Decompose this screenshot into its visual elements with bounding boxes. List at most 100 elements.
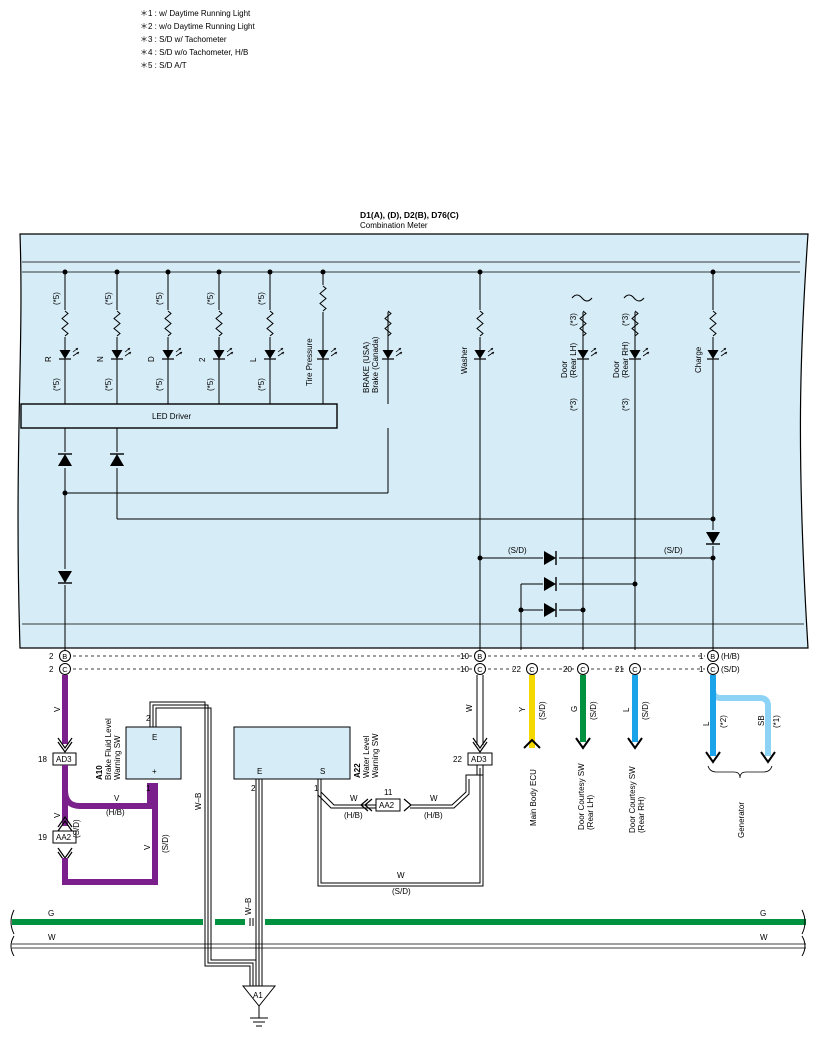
- dest-door-lh-2: (Rear LH): [586, 795, 595, 830]
- cond-door-rh-bottom: (*3): [621, 398, 630, 411]
- pin-door-lh-conn: C: [580, 665, 586, 674]
- a10-code: A10: [95, 765, 104, 780]
- conn-ad3-right: AD3: [471, 755, 487, 764]
- led-driver-box: [20, 403, 338, 429]
- pin-washer-conn-c: C: [477, 665, 483, 674]
- wire-wb-2: W–B: [244, 898, 253, 915]
- led-driver-label: LED Driver: [152, 412, 191, 421]
- wire-star1: (*1): [772, 715, 781, 728]
- note-4: ＊4 : S/D w/o Tachometer, H/B: [140, 48, 248, 57]
- pin-main-body-num: 22: [512, 665, 521, 674]
- label-n: N: [96, 356, 105, 362]
- a10-name-2: Warning SW: [113, 735, 122, 780]
- ground-code: A1: [253, 991, 263, 1000]
- wire-hb-2: (H/B): [344, 811, 363, 820]
- bus-g-right: G: [760, 909, 766, 918]
- note-3: ＊3 : S/D w/ Tachometer: [140, 35, 227, 44]
- pin-22: 22: [453, 755, 462, 764]
- meter-pins: B C 2 2 B C 10 10 C 22 C 20 C 21 B C 1 1…: [49, 650, 740, 675]
- wire-v-3: V: [114, 794, 120, 803]
- pin-left-num-1: 2: [49, 652, 54, 661]
- cond-door-lh-top: (*3): [569, 313, 578, 326]
- a22-pin-e-num: 2: [251, 784, 256, 793]
- blue-wire: L (S/D) Door Courtesy SW (Rear RH): [622, 675, 650, 833]
- label-brake-usa: BRAKE (USA): [362, 342, 371, 393]
- cond-door-lh-bottom: (*3): [569, 398, 578, 411]
- cond-2-top: (*5): [206, 292, 215, 305]
- cond-d-top: (*5): [155, 292, 164, 305]
- dest-door-lh-1: Door Courtesy SW: [577, 763, 586, 830]
- pin-charge-conn-c: C: [710, 665, 716, 674]
- wire-star2: (*2): [719, 715, 728, 728]
- cond-door-rh-top: (*3): [621, 313, 630, 326]
- conn-aa2-left: AA2: [56, 833, 72, 842]
- label-2: 2: [198, 357, 207, 362]
- wire-g: G: [570, 706, 579, 712]
- label-brake-canada: Brake (Canada): [371, 336, 380, 393]
- note-2: ＊2 : w/o Daytime Running Light: [140, 22, 255, 31]
- pin-washer-num-2: 10: [460, 665, 469, 674]
- a10-name-1: Brake Fluid Level: [104, 718, 113, 780]
- wire-sd-y: (S/D): [538, 701, 547, 720]
- label-charge: Charge: [694, 346, 703, 373]
- wire-sd-g: (S/D): [589, 701, 598, 720]
- pin-door-rh-num: 21: [615, 665, 624, 674]
- pin-charge-cond-sd: (S/D): [721, 665, 740, 674]
- generator-wires: L (*2) SB (*1) Generator: [702, 675, 781, 838]
- dest-door-rh-2: (Rear RH): [637, 796, 646, 833]
- cond-n-bottom: (*5): [104, 378, 113, 391]
- indicator-labels: (*5) (*5) (*5) (*5) (*5) R N D 2 L Tire …: [44, 292, 703, 411]
- pin-19: 19: [38, 833, 47, 842]
- meter-body: [17, 233, 809, 649]
- pin-left-num-2: 2: [49, 665, 54, 674]
- bus-w-left: W: [48, 933, 56, 942]
- pin-11: 11: [384, 788, 393, 797]
- cond-n-top: (*5): [104, 292, 113, 305]
- dest-main-body: Main Body ECU: [529, 769, 538, 826]
- a10-pin-bottom: 1: [146, 784, 151, 793]
- pin-18: 18: [38, 755, 47, 764]
- a10-pin-e: E: [152, 733, 157, 742]
- wire-l-1: L: [622, 707, 631, 712]
- pin-charge-conn-b: B: [710, 652, 715, 661]
- pin-door-lh-num: 20: [563, 665, 572, 674]
- wire-w-2: W: [430, 794, 438, 803]
- resistors: [58, 285, 720, 337]
- cond-r-bottom: (*5): [52, 378, 61, 391]
- wire-wb-1: W–B: [194, 793, 203, 810]
- label-door-rh-sub: (Rear RH): [621, 341, 630, 378]
- notes: ＊1 : w/ Daytime Running Light ＊2 : w/o D…: [140, 9, 255, 70]
- a22-pin-s: S: [320, 767, 325, 776]
- washer-wire: W AD3 22: [453, 675, 493, 775]
- wire-sd-l: (S/D): [641, 701, 650, 720]
- dest-door-rh-1: Door Courtesy SW: [628, 766, 637, 833]
- wire-w-3: W: [465, 704, 474, 712]
- pin-washer-num-1: 10: [460, 652, 469, 661]
- a10-pin-plus: +: [152, 767, 157, 776]
- a22-name-2: Warning SW: [371, 733, 380, 778]
- wire-w-1: W: [350, 794, 358, 803]
- wire-sd-2: (S/D): [161, 834, 170, 853]
- label-d: D: [147, 356, 156, 362]
- bus-g-left: G: [48, 909, 54, 918]
- wire-sd-1: (S/D): [72, 819, 81, 838]
- internal-circuit: (S/D) (S/D): [57, 428, 721, 650]
- yellow-wire: Y (S/D) Main Body ECU: [518, 675, 547, 826]
- label-l: L: [249, 357, 258, 362]
- bus-lines: G W G W: [10, 909, 806, 957]
- label-door-lh-sub: (Rear LH): [569, 343, 578, 378]
- wire-y: Y: [518, 706, 527, 712]
- pin-charge-cond-hb: (H/B): [721, 652, 740, 661]
- a22-code: A22: [353, 763, 362, 778]
- a22-pin-s-num: 1: [314, 784, 319, 793]
- ground-symbol: A1: [241, 985, 277, 1027]
- cond-l-bottom: (*5): [257, 378, 266, 391]
- label-tire-pressure: Tire Pressure: [305, 338, 314, 386]
- cond-l-top: (*5): [257, 292, 266, 305]
- a10-switch: E + 2 1 A10 Brake Fluid Level Warning SW: [95, 714, 182, 793]
- wire-sb: SB: [757, 715, 766, 726]
- wire-hb-1: (H/B): [106, 808, 125, 817]
- pin-charge-num-1: 1: [699, 652, 704, 661]
- a22-name-1: Water Level: [362, 735, 371, 778]
- cond-d-bottom: (*5): [155, 378, 164, 391]
